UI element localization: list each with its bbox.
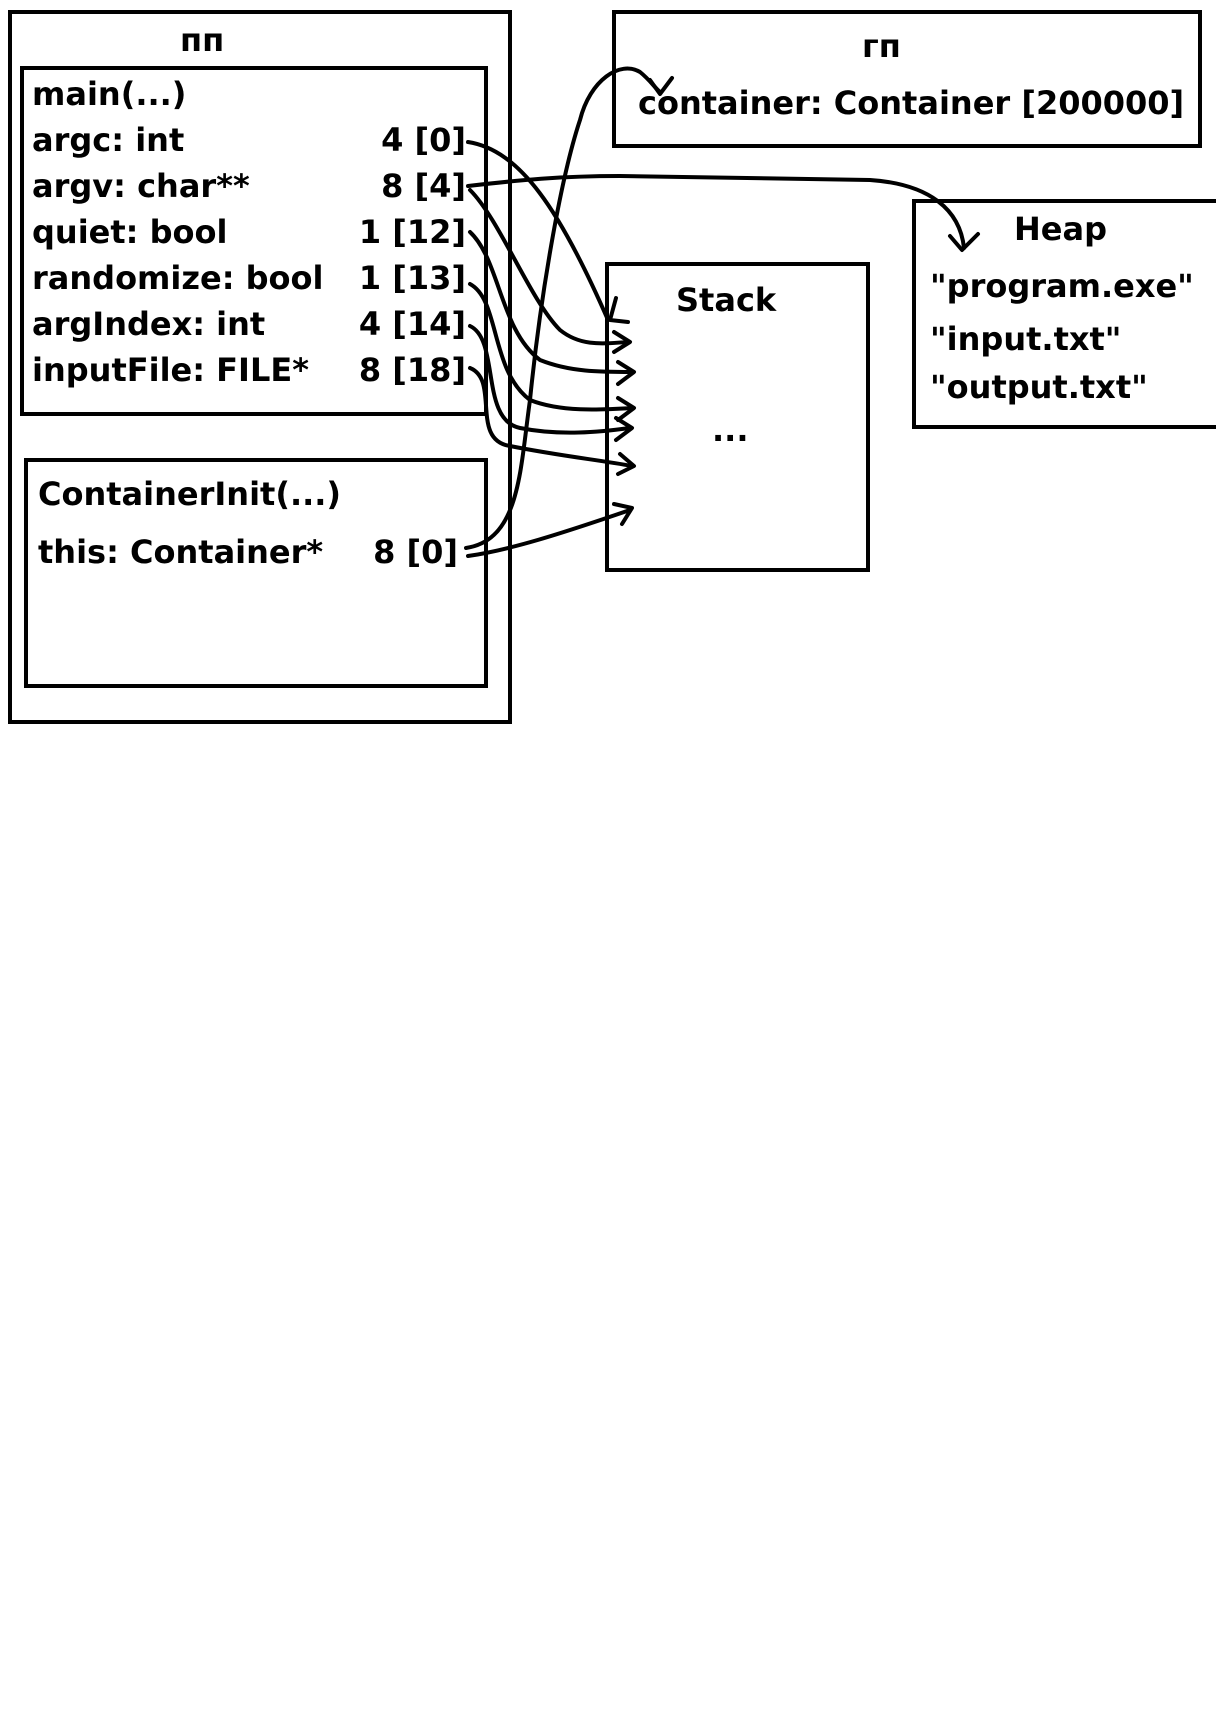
heap-item: "output.txt" bbox=[930, 368, 1148, 406]
stack-box bbox=[605, 262, 870, 572]
arrow-argc-to-stack bbox=[466, 140, 630, 324]
main-var-name: argc: int bbox=[32, 121, 185, 159]
main-var-size: 8 [18] bbox=[358, 351, 466, 389]
arrow-this-to-container bbox=[464, 66, 674, 550]
main-var-size: 1 [13] bbox=[358, 259, 466, 297]
container-init-frame bbox=[24, 458, 488, 688]
main-frame bbox=[20, 66, 488, 416]
arrow-quiet-to-stack bbox=[468, 230, 636, 386]
arrow-argindex-to-stack bbox=[468, 324, 634, 442]
main-var-size: 4 [14] bbox=[358, 305, 466, 343]
heap-title: Heap bbox=[1014, 210, 1107, 248]
gp-frame bbox=[612, 10, 1202, 148]
gp-title: гп bbox=[862, 27, 901, 65]
stack-title: Stack bbox=[676, 281, 777, 319]
main-var-name: argIndex: int bbox=[32, 305, 266, 343]
arrow-this-to-stack bbox=[466, 502, 634, 558]
main-var-size: 8 [4] bbox=[381, 167, 466, 205]
heap-box bbox=[912, 199, 1216, 429]
arrow-argv-to-stack bbox=[468, 188, 632, 354]
main-var-name: inputFile: FILE* bbox=[32, 351, 309, 389]
main-var-name: argv: char** bbox=[32, 167, 250, 205]
main-var-size: 1 [12] bbox=[358, 213, 466, 251]
this-var-name: this: Container* bbox=[38, 533, 324, 571]
arrow-inputfile-to-stack bbox=[468, 366, 636, 476]
gp-variable: container: Container [200000] bbox=[638, 84, 1185, 122]
pp-title: пп bbox=[180, 21, 225, 59]
this-var-size: 8 [0] bbox=[373, 533, 458, 571]
pp-frame bbox=[8, 10, 512, 724]
heap-item: "input.txt" bbox=[930, 320, 1122, 358]
main-var-name: randomize: bool bbox=[32, 259, 324, 297]
stack-ellipsis: ... bbox=[712, 411, 749, 449]
main-var-name: quiet: bool bbox=[32, 213, 228, 251]
main-var-size: 4 [0] bbox=[381, 121, 466, 159]
container-init-header: ContainerInit(...) bbox=[38, 475, 342, 513]
arrow-argv-to-heap bbox=[466, 174, 980, 252]
main-frame-header: main(...) bbox=[32, 75, 187, 113]
heap-item: "program.exe" bbox=[930, 267, 1194, 305]
